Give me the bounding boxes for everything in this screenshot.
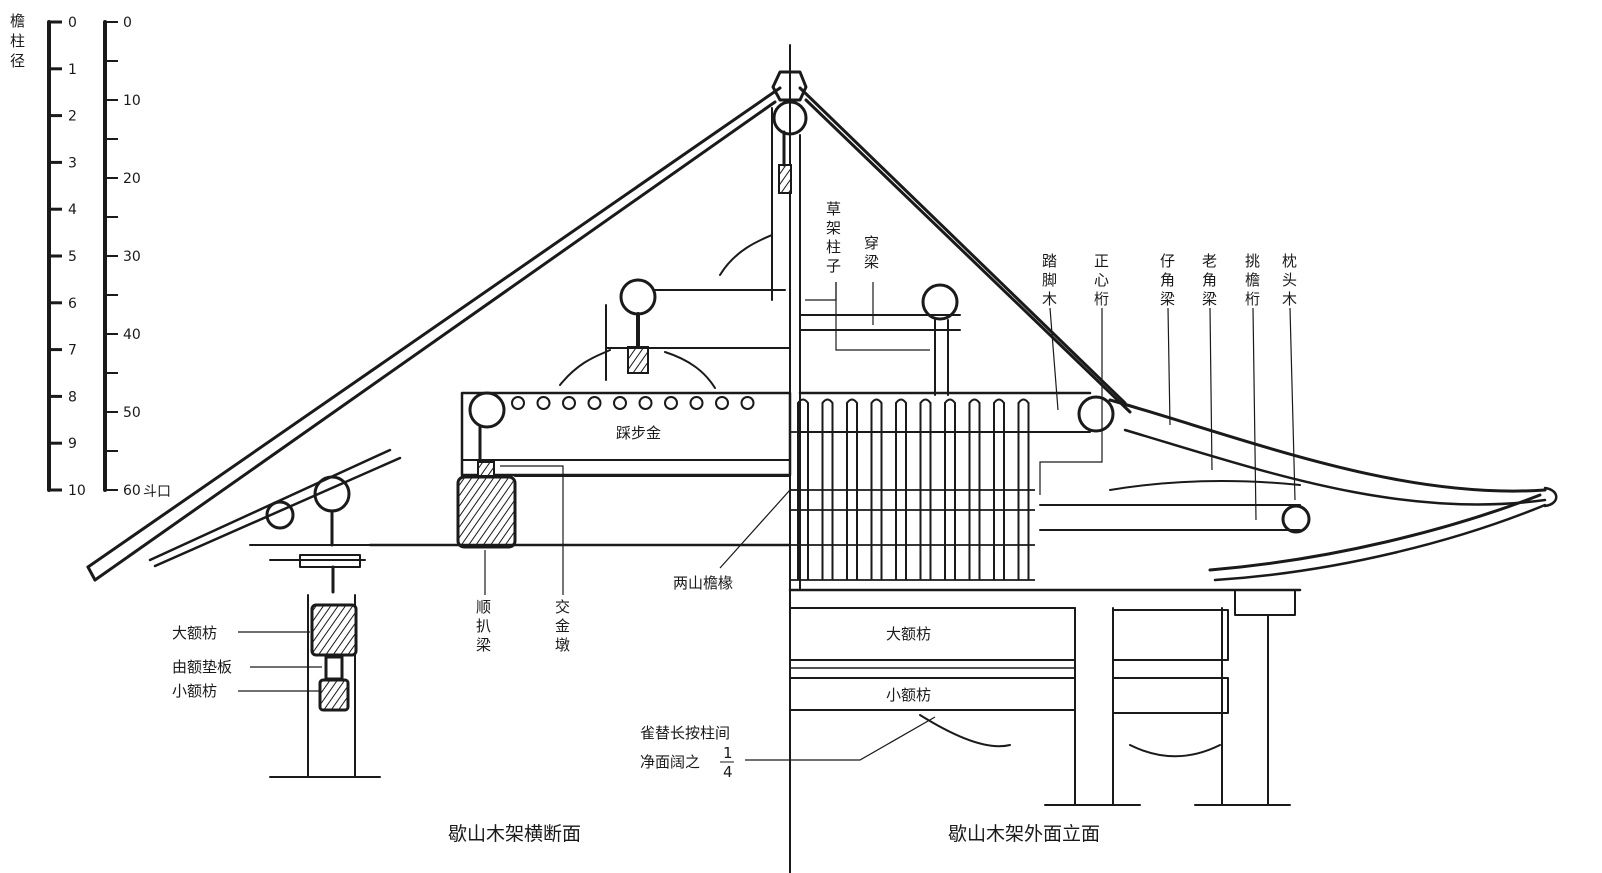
label-tiao-yan-heng: 挑檐桁 xyxy=(1245,252,1260,308)
label-xiao-e-fang-right: 小额枋 xyxy=(886,686,931,704)
label-zhen-tou-mu: 枕头木 xyxy=(1282,252,1297,308)
label-zai-jiao-liang: 仔角梁 xyxy=(1160,252,1175,308)
label-xiao-e-fang-left: 小额枋 xyxy=(172,682,217,700)
label-que-ti-line1: 雀替长按柱间 xyxy=(640,724,730,742)
column-diameter-label-char3: 径 xyxy=(10,52,25,70)
column-scale-tick-label: 9 xyxy=(68,436,77,452)
title-cross-section: 歇山木架横断面 xyxy=(448,823,581,845)
label-que-ti-line2: 净面阔之 xyxy=(640,753,700,771)
label-da-e-fang-left: 大额枋 xyxy=(172,624,217,642)
doukou-unit-label: 斗口 xyxy=(143,484,171,500)
column-scale-tick-label: 8 xyxy=(68,389,77,405)
label-ta-jiao-mu: 踏脚木 xyxy=(1042,252,1057,308)
label-zheng-xin-heng: 正心桁 xyxy=(1094,252,1109,308)
doukou-scale-tick-label: 30 xyxy=(123,249,141,265)
label-shun-ba-liang: 顺扒梁 xyxy=(476,598,491,654)
column-scale-tick-label: 7 xyxy=(68,343,77,359)
doukou-scale-tick-label: 20 xyxy=(123,171,141,187)
title-elevation: 歇山木架外面立面 xyxy=(948,823,1100,845)
column-scale-tick-label: 0 xyxy=(68,15,77,31)
column-scale-tick-label: 4 xyxy=(68,202,77,218)
column-scale-tick-label: 2 xyxy=(68,109,77,125)
horizontal-labels: 踩步金 两山檐椽 大额枋 由额垫板 小额枋 大额枋 小额枋 雀替长按柱间 净面阔… xyxy=(172,424,931,781)
label-cao-jia-zhu-zi: 草架柱子 xyxy=(826,200,841,275)
column-scale-tick-label: 1 xyxy=(68,62,77,78)
roof-structure xyxy=(86,44,1558,873)
label-liang-shan-yan-chuan: 两山檐椽 xyxy=(673,574,733,592)
doukou-scale-tick-label: 50 xyxy=(123,405,141,421)
label-chuan-liang: 穿梁 xyxy=(864,234,879,271)
label-cai-bu-jin: 踩步金 xyxy=(616,424,661,442)
scale-doukou: 0 10 20 30 40 50 60 斗口 xyxy=(103,15,171,500)
label-lao-jiao-liang: 老角梁 xyxy=(1202,252,1217,308)
label-que-ti-numerator: 1 xyxy=(723,744,733,762)
shun-ba-liang-beam xyxy=(456,475,517,549)
ridge-purlin xyxy=(771,70,808,102)
label-que-ti-denominator: 4 xyxy=(723,763,733,781)
column-scale-tick-label: 5 xyxy=(68,249,77,265)
label-jiao-jin-dun: 交金墩 xyxy=(555,598,570,654)
label-you-e-dian-ban: 由额垫板 xyxy=(172,658,232,676)
column-diameter-label-char1: 檐 xyxy=(10,12,25,30)
column-scale-tick-label: 6 xyxy=(68,296,77,312)
doukou-scale-tick-label: 40 xyxy=(123,327,141,343)
doukou-scale-tick-label: 60 xyxy=(123,483,141,499)
doukou-scale-tick-label: 0 xyxy=(123,15,132,31)
column-scale-tick-label: 10 xyxy=(68,483,86,499)
leader-lines xyxy=(238,282,1296,761)
scale-column-diameter: 0 1 2 3 4 5 6 7 8 9 10 檐 柱 径 xyxy=(10,12,86,499)
column-diameter-label-char2: 柱 xyxy=(10,32,25,50)
doukou-scale-tick-label: 10 xyxy=(123,93,141,109)
label-da-e-fang-right: 大额枋 xyxy=(886,625,931,643)
column-scale-tick-label: 3 xyxy=(68,155,77,171)
